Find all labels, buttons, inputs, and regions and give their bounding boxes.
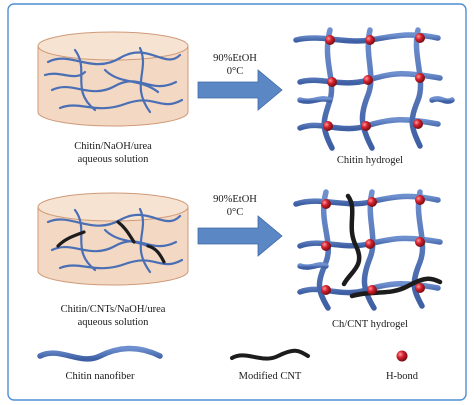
row2-condition-line2: 0°C	[226, 207, 244, 218]
chitin-fiber-icon	[37, 345, 163, 362]
row1-condition-line2: 0°C	[226, 66, 244, 77]
chitin-cnt-solution-container	[37, 192, 189, 286]
row2-solution-label-line2: aqueous solution	[77, 317, 149, 328]
row2-solution-label-line1: Chitin/CNTs/NaOH/urea	[60, 304, 166, 315]
legend-cnt-label: Modified CNT	[238, 371, 302, 382]
row1-condition: 90%EtOH 0°C	[205, 52, 265, 78]
figure-frame	[7, 3, 467, 401]
row2-condition-line1: 90%EtOH	[213, 194, 257, 205]
ch-cnt-hydrogel-network	[293, 189, 443, 311]
row2-solution-label: Chitin/CNTs/NaOH/urea aqueous solution	[53, 303, 173, 329]
row2-condition: 90%EtOH 0°C	[205, 193, 265, 219]
h-bond-points	[323, 33, 425, 131]
legend-chitin-label: Chitin nanofiber	[65, 371, 135, 382]
legend-hbond-label: H-bond	[385, 371, 419, 382]
h-bond-icon	[396, 350, 408, 362]
process-arrow-1	[197, 69, 283, 111]
chitin-fibers-in-solution	[43, 46, 184, 114]
row2-product-label: Ch/CNT hydrogel	[332, 319, 408, 330]
cnt-in-solution	[56, 220, 166, 264]
row1-solution-label: Chitin/NaOH/urea aqueous solution	[63, 140, 163, 166]
row1-condition-line1: 90%EtOH	[213, 53, 257, 64]
process-arrow-2	[197, 215, 283, 257]
chitin-solution-container	[37, 31, 189, 127]
row1-product-label: Chitin hydrogel	[336, 155, 404, 166]
cnt-in-hydrogel	[341, 193, 443, 299]
cnt-icon	[230, 348, 310, 361]
row1-solution-label-line1: Chitin/NaOH/urea	[74, 141, 152, 152]
row1-solution-label-line2: aqueous solution	[77, 154, 149, 165]
chitin-hydrogel-network	[293, 27, 455, 151]
